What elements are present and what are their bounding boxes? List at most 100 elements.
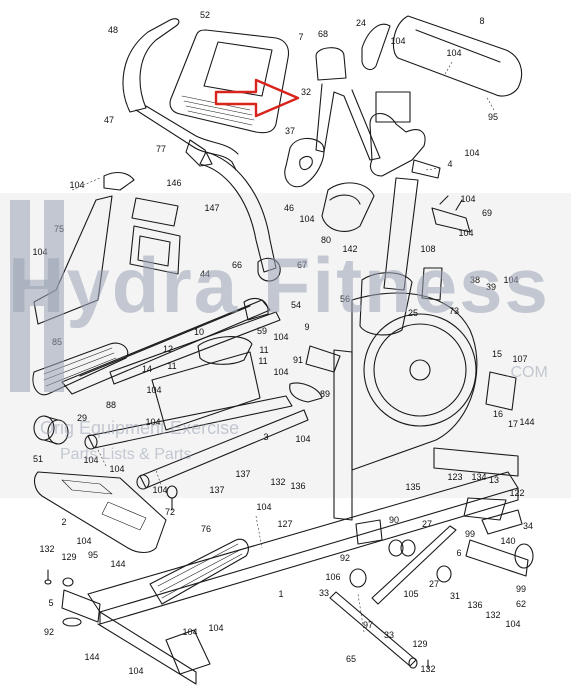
- watermark-brand: Hydra Fitness: [8, 241, 550, 329]
- part-callout-92: 92: [44, 627, 54, 637]
- part-callout-104: 104: [76, 536, 91, 546]
- part-callout-106: 106: [325, 572, 340, 582]
- part-callout-104: 104: [152, 485, 167, 495]
- part-callout-132: 132: [270, 477, 285, 487]
- part-callout-104: 104: [256, 502, 271, 512]
- part-callout-137: 137: [235, 469, 250, 479]
- part-callout-104: 104: [109, 464, 124, 474]
- part-callout-91: 91: [293, 355, 303, 365]
- part-callout-51: 51: [33, 454, 43, 464]
- highlight-arrow: [214, 78, 300, 118]
- part-callout-136: 136: [467, 600, 482, 610]
- watermark-tld: .COM: [506, 364, 548, 381]
- part-callout-104: 104: [295, 434, 310, 444]
- flywheel-housing: [351, 267, 478, 471]
- part-callout-104: 104: [458, 228, 473, 238]
- front-stabilizer: [61, 589, 101, 627]
- pedal-right: [197, 297, 269, 365]
- part-callout-99: 99: [465, 529, 475, 539]
- part-callout-104: 104: [446, 48, 461, 58]
- part-callout-1: 1: [278, 589, 283, 599]
- part-callout-104: 104: [83, 455, 98, 465]
- part-callout-104: 104: [273, 367, 288, 377]
- upper-arm-handle: [284, 23, 391, 188]
- part-callout-27: 27: [422, 519, 432, 529]
- part-callout-134: 134: [471, 472, 486, 482]
- side-bracket: [431, 195, 471, 233]
- console-bracket: [129, 197, 181, 275]
- part-callout-104: 104: [460, 194, 475, 204]
- part-callout-46: 46: [284, 203, 294, 213]
- part-callout-11: 11: [167, 361, 176, 371]
- part-callout-3: 3: [263, 432, 268, 442]
- part-callout-104: 104: [208, 623, 223, 633]
- part-callout-92: 92: [340, 553, 350, 563]
- part-callout-33: 33: [319, 588, 329, 598]
- part-callout-105: 105: [403, 589, 418, 599]
- part-callout-32: 32: [301, 87, 311, 97]
- part-callout-89: 89: [320, 389, 330, 399]
- part-callout-132: 132: [39, 544, 54, 554]
- part-callout-4: 4: [447, 159, 452, 169]
- rail-assembly: [84, 351, 309, 490]
- part-callout-95: 95: [488, 112, 498, 122]
- part-callout-77: 77: [156, 144, 166, 154]
- part-callout-7: 7: [298, 32, 303, 42]
- part-callout-144: 144: [84, 652, 99, 662]
- part-callout-25: 25: [408, 308, 418, 318]
- part-callout-13: 13: [489, 475, 499, 485]
- watermark-subline: Parts Lists & Parts: [60, 446, 192, 463]
- part-callout-104: 104: [32, 247, 47, 257]
- part-callout-136: 136: [290, 481, 305, 491]
- rollers: [349, 519, 457, 605]
- part-callout-140: 140: [500, 536, 515, 546]
- watermark-tagline: Orig Equipment Exercise: [40, 418, 240, 438]
- part-callout-122: 122: [509, 488, 524, 498]
- pedal-arm-left: [199, 151, 281, 282]
- part-callout-132: 132: [485, 610, 500, 620]
- part-callout-147: 147: [204, 203, 219, 213]
- rear-axle: [329, 591, 418, 669]
- part-callout-104: 104: [505, 619, 520, 629]
- front-shroud: [33, 471, 167, 554]
- part-callout-37: 37: [285, 126, 295, 136]
- part-callout-59: 59: [257, 326, 267, 336]
- part-callout-104: 104: [182, 627, 197, 637]
- part-callout-104: 104: [464, 148, 479, 158]
- part-callout-62: 62: [516, 599, 526, 609]
- part-callout-44: 44: [200, 269, 210, 279]
- roller-wheels: [33, 415, 69, 445]
- part-callout-104: 104: [503, 275, 518, 285]
- part-callout-90: 90: [389, 515, 399, 525]
- part-callout-95: 95: [88, 550, 98, 560]
- part-callout-5: 5: [48, 598, 53, 608]
- arm-cover: [321, 182, 375, 232]
- part-callout-8: 8: [479, 16, 484, 26]
- part-callout-132: 132: [420, 664, 435, 674]
- hardware: [44, 485, 429, 669]
- part-callout-80: 80: [321, 235, 331, 245]
- part-callout-47: 47: [104, 115, 114, 125]
- main-frame: [87, 349, 519, 685]
- part-callout-15: 15: [492, 349, 502, 359]
- part-callout-104: 104: [128, 666, 143, 676]
- part-callout-54: 54: [291, 300, 301, 310]
- part-callout-69: 69: [482, 208, 492, 218]
- part-callout-27: 27: [429, 579, 439, 589]
- part-callout-144: 144: [519, 417, 534, 427]
- part-callout-76: 76: [201, 524, 211, 534]
- part-callout-146: 146: [166, 178, 181, 188]
- part-callout-72: 72: [165, 507, 175, 517]
- part-callout-66: 66: [232, 260, 242, 270]
- part-callout-17: 17: [508, 419, 518, 429]
- part-callout-108: 108: [420, 244, 435, 254]
- part-callout-127: 127: [277, 519, 292, 529]
- console-assembly: [169, 29, 290, 134]
- part-callout-129: 129: [412, 639, 427, 649]
- incline-ramp: [149, 538, 249, 605]
- part-callout-10: 10: [194, 327, 204, 337]
- part-callout-9: 9: [304, 322, 309, 332]
- part-callout-16: 16: [493, 409, 503, 419]
